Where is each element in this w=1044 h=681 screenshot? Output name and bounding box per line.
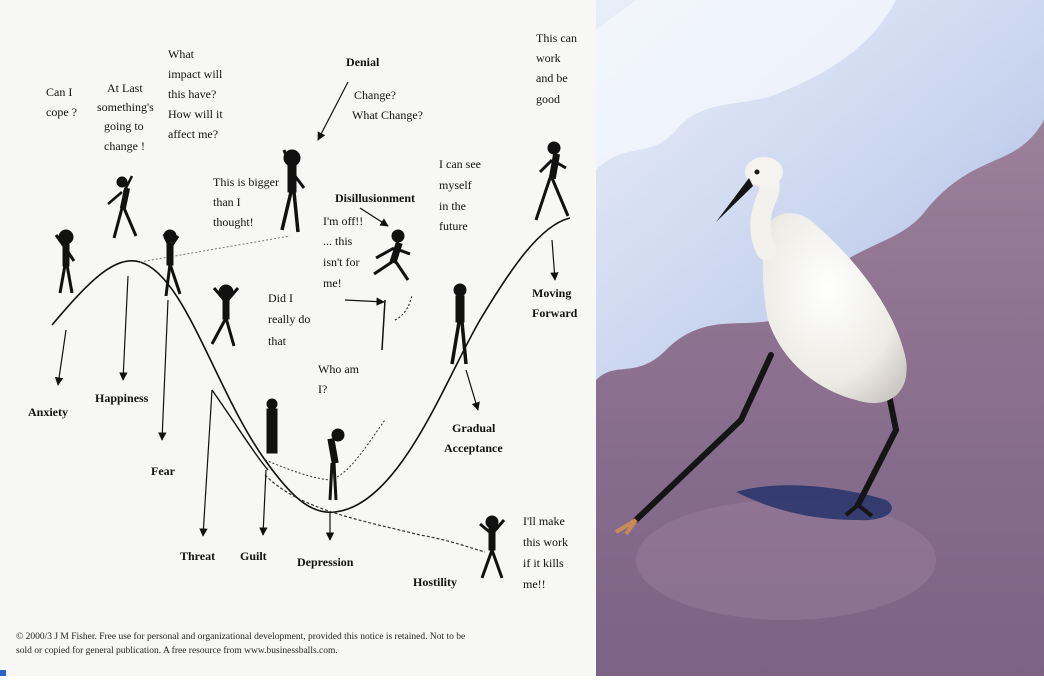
svg-text:than I: than I	[213, 195, 241, 209]
denial-dotted-line	[140, 236, 290, 262]
bird-eye	[755, 170, 760, 175]
svg-text:this work: this work	[523, 535, 568, 549]
stage-hostility: Hostility	[413, 575, 457, 589]
guilt-arrow	[263, 470, 266, 535]
disillusionment-branch	[382, 300, 385, 350]
svg-text:This can: This can	[536, 31, 577, 45]
svg-text:... this: ... this	[323, 234, 353, 248]
stage-guilt: Guilt	[240, 549, 267, 563]
notice-line-1: © 2000/3 J M Fisher. Free use for person…	[16, 630, 576, 644]
svg-text:myself: myself	[439, 178, 472, 192]
disillusionment-figure	[374, 230, 410, 280]
denial-arrow	[318, 82, 348, 140]
svg-text:and be: and be	[536, 71, 568, 85]
thought-bigger: This is bigger than I thought!	[213, 175, 279, 229]
thought-at-last: At Last something's going to change !	[97, 81, 154, 153]
hostility-figure	[480, 516, 504, 578]
disillusionment-dotted	[395, 295, 412, 320]
threat-arrow	[203, 390, 212, 536]
thought-change: Change? What Change?	[352, 88, 423, 122]
gradual-acceptance-arrow	[466, 370, 478, 410]
svg-text:Change?: Change?	[354, 88, 396, 102]
svg-text:thought!: thought!	[213, 215, 254, 229]
svg-text:that: that	[268, 334, 287, 348]
svg-text:isn't for: isn't for	[323, 255, 360, 269]
svg-text:good: good	[536, 92, 560, 106]
svg-text:At Last: At Last	[107, 81, 143, 95]
svg-text:me!: me!	[323, 276, 342, 290]
guilt-dotted-branch	[265, 420, 385, 480]
depression-figure	[328, 429, 344, 500]
stage-disillusionment: Disillusionment	[335, 191, 415, 205]
happiness-figure	[108, 176, 136, 238]
stage-happiness: Happiness	[95, 391, 149, 405]
svg-text:change !: change !	[104, 139, 145, 153]
egret-photo-svg	[596, 0, 1044, 676]
anxiety-figure	[56, 230, 74, 293]
svg-text:if it kills: if it kills	[523, 556, 564, 570]
stage-fear: Fear	[151, 464, 176, 478]
disillusionment-arrow	[360, 208, 388, 226]
thought-can-i-cope: Can I cope ?	[46, 85, 77, 119]
stage-gradual-acceptance-1: Gradual	[452, 421, 496, 435]
svg-text:Did I: Did I	[268, 291, 293, 305]
svg-text:future: future	[439, 219, 468, 233]
happiness-arrow	[123, 276, 128, 380]
threat-figure	[212, 285, 238, 346]
stage-anxiety: Anxiety	[28, 405, 68, 419]
wet-sand-reflection	[636, 500, 936, 620]
svg-text:How will it: How will it	[168, 107, 223, 121]
stage-gradual-acceptance-2: Acceptance	[444, 441, 503, 455]
thought-this-can-work: This can work and be good	[536, 31, 577, 106]
egret-photo	[596, 0, 1044, 676]
svg-text:What Change?: What Change?	[352, 108, 423, 122]
thought-did-i: Did I really do that	[268, 291, 310, 348]
hostility-dotted-branch	[265, 475, 485, 552]
stage-threat: Threat	[180, 549, 215, 563]
svg-text:This is bigger: This is bigger	[213, 175, 279, 189]
svg-text:I?: I?	[318, 382, 327, 396]
svg-text:in the: in the	[439, 199, 466, 213]
fear-arrow	[162, 300, 168, 440]
svg-text:What: What	[168, 47, 195, 61]
thought-ill-make: I'll make this work if it kills me!!	[523, 514, 568, 591]
svg-text:I'm off!!: I'm off!!	[323, 214, 363, 228]
svg-text:work: work	[536, 51, 561, 65]
stage-denial: Denial	[346, 55, 380, 69]
svg-text:really do: really do	[268, 312, 310, 326]
svg-text:affect me?: affect me?	[168, 127, 218, 141]
svg-text:something's: something's	[97, 100, 154, 114]
svg-text:going to: going to	[104, 119, 144, 133]
svg-text:Can I: Can I	[46, 85, 72, 99]
svg-text:Who am: Who am	[318, 362, 360, 376]
anxiety-arrow	[58, 330, 66, 385]
acceptance-figure	[452, 284, 466, 364]
moving-forward-arrow	[552, 240, 555, 280]
stage-depression: Depression	[297, 555, 354, 569]
thought-what-impact: What impact will this have? How will it …	[168, 47, 223, 141]
denial-figure	[282, 150, 304, 232]
svg-text:me!!: me!!	[523, 577, 546, 591]
svg-text:I can see: I can see	[439, 157, 481, 171]
fear-figure	[164, 230, 180, 296]
copyright-notice: © 2000/3 J M Fisher. Free use for person…	[16, 630, 576, 658]
svg-text:cope ?: cope ?	[46, 105, 77, 119]
thought-i-can-see: I can see myself in the future	[439, 157, 481, 233]
threat-branch	[212, 390, 268, 470]
stage-moving-forward-1: Moving	[532, 286, 571, 300]
change-curve	[52, 218, 570, 512]
thought-who-am-i: Who am I?	[318, 362, 360, 396]
svg-text:this have?: this have?	[168, 87, 216, 101]
moving-forward-figure	[536, 142, 568, 220]
guilt-figure	[267, 399, 277, 453]
stage-moving-forward-2: Forward	[532, 306, 578, 320]
change-curve-diagram: Anxiety Happiness Fear Threat Guilt Depr…	[0, 0, 596, 676]
corner-mark	[0, 670, 6, 676]
notice-line-2: sold or copied for general publication. …	[16, 644, 576, 658]
disillusionment-cross-arrow	[345, 300, 384, 302]
change-curve-svg: Anxiety Happiness Fear Threat Guilt Depr…	[0, 0, 596, 676]
svg-text:I'll make: I'll make	[523, 514, 565, 528]
svg-text:impact will: impact will	[168, 67, 223, 81]
thought-im-off: I'm off!! ... this isn't for me!	[323, 214, 363, 290]
